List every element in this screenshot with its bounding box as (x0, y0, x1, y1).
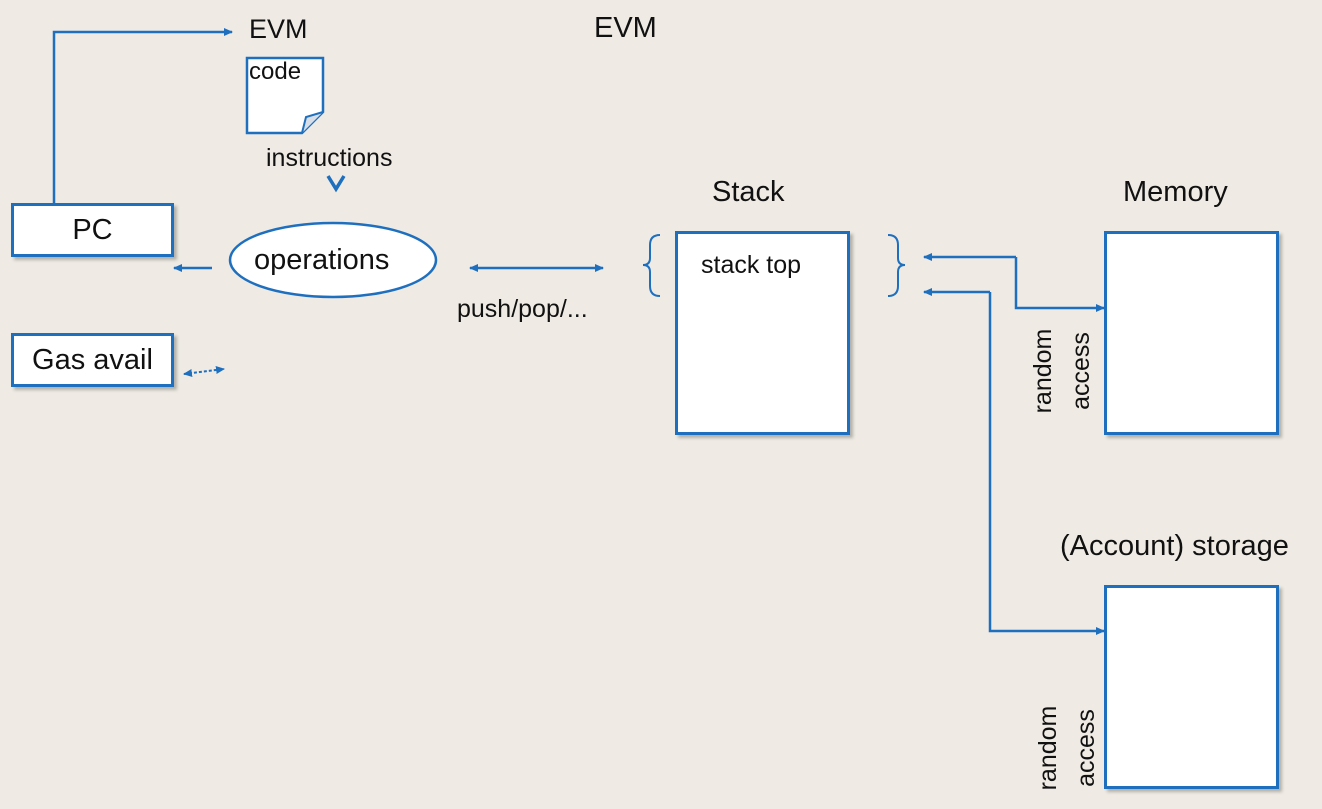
stack-box: stack top (675, 231, 850, 435)
storage-random-label: random (1034, 705, 1062, 791)
stack-title: Stack (712, 176, 785, 208)
stack-top-label: stack top (701, 251, 802, 279)
stack-right-brace (887, 234, 906, 297)
pc-to-evm-arrow (52, 28, 233, 203)
storage-access-label: access (1072, 709, 1100, 787)
instructions-label: instructions (266, 144, 393, 172)
operations-ellipse (228, 221, 438, 299)
storage-box (1104, 585, 1279, 789)
memory-title: Memory (1123, 176, 1228, 208)
stack-left-brace (642, 234, 661, 297)
gas-avail-label: Gas avail (32, 343, 153, 376)
gas-avail-box: Gas avail (11, 333, 174, 387)
memory-box (1104, 231, 1279, 435)
instructions-chevron-icon (326, 175, 346, 193)
storage-title: (Account) storage (1060, 530, 1289, 562)
evm-top-label: EVM (249, 14, 308, 44)
memory-connector-arrow (1014, 257, 1105, 312)
code-label: code (249, 58, 302, 85)
page-title: EVM (594, 12, 657, 44)
code-document-icon (245, 56, 325, 135)
pc-label: PC (72, 213, 113, 246)
storage-connector-arrow (988, 292, 1105, 635)
pc-box: PC (11, 203, 174, 257)
gas-double-arrow (183, 366, 225, 377)
memory-access-label: access (1067, 332, 1095, 410)
memory-random-label: random (1029, 328, 1057, 414)
push-pop-label: push/pop/... (457, 295, 588, 323)
operations-label: operations (254, 244, 390, 276)
